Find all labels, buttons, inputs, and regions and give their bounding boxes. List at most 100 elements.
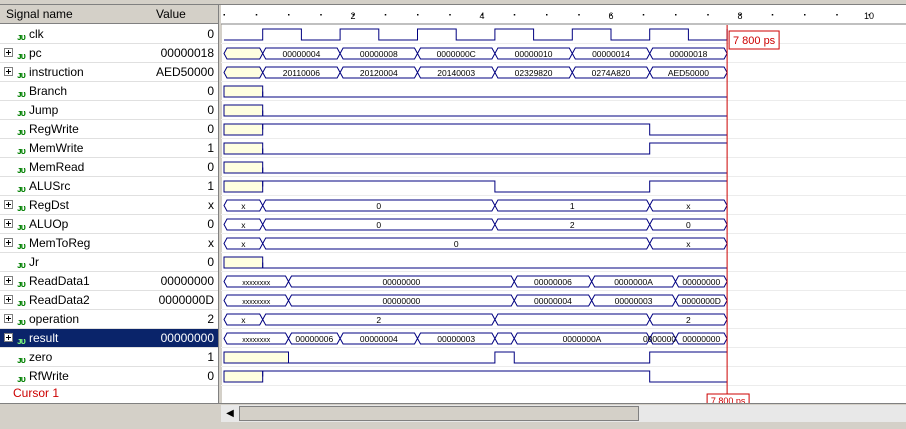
ruler-tick (481, 14, 483, 16)
expand-icon[interactable] (4, 314, 13, 323)
bus-value-label: AED50000 (668, 68, 709, 78)
bus-value-label: 00000006 (534, 277, 572, 287)
signal-name: ALUOp (29, 217, 69, 231)
signal-name: pc (29, 46, 42, 60)
signal-icon: ᴊᴜ (17, 317, 26, 327)
signal-name: operation (29, 312, 80, 326)
bus-value-label: 02329820 (515, 68, 553, 78)
expand-icon[interactable] (4, 238, 13, 247)
signal-icon: ᴊᴜ (17, 355, 26, 365)
scroll-thumb[interactable] (239, 406, 639, 421)
bus-value-label: x (241, 315, 246, 325)
signal-icon: ᴊᴜ (17, 374, 26, 384)
ruler-tick (675, 14, 677, 16)
signal-icon: ᴊᴜ (17, 127, 26, 137)
ruler-label: 6 (608, 11, 613, 21)
signal-name: clk (29, 27, 44, 41)
cursor-time-label: 7 800 ps (733, 35, 776, 47)
bit-waveform (262, 123, 728, 136)
expand-icon[interactable] (4, 333, 13, 342)
ruler-label: 4 (479, 11, 484, 21)
signal-icon: ᴊᴜ (17, 51, 26, 61)
signal-name: RegWrite (29, 122, 79, 136)
time-ruler (221, 5, 906, 24)
unknown-region (223, 104, 264, 117)
expand-icon[interactable] (4, 200, 13, 209)
ruler-tick (642, 14, 645, 16)
signal-value: 0 (152, 367, 218, 386)
expand-icon[interactable] (4, 67, 13, 76)
unknown-region (223, 180, 264, 193)
ruler-tick (417, 14, 419, 16)
bus-value-label: 00000000 (682, 277, 720, 287)
signal-icon: ᴊᴜ (17, 298, 26, 308)
signal-name: Jump (29, 103, 59, 117)
expand-icon[interactable] (4, 295, 13, 304)
ruler-tick (868, 14, 870, 16)
value-header[interactable]: Value (152, 5, 218, 24)
signal-icon: ᴊᴜ (17, 165, 26, 175)
bus-segment (223, 47, 264, 60)
bus-value-label: 0000000A (614, 277, 653, 287)
signal-value: 2 (152, 310, 218, 329)
signal-icon: ᴊᴜ (17, 184, 26, 194)
signal-icon: ᴊᴜ (17, 32, 26, 42)
signal-name: ReadData2 (29, 293, 90, 307)
unknown-region (223, 142, 264, 155)
ruler-tick (546, 14, 548, 16)
ruler-tick (707, 14, 709, 16)
bus-value-label: 00000003 (615, 296, 653, 306)
horizontal-scrollbar[interactable]: ◀ (221, 405, 906, 422)
unknown-region (223, 85, 264, 98)
bus-value-label: 1 (570, 201, 575, 211)
bus-value-label: 00000004 (534, 296, 572, 306)
bus-value-label: 20120004 (360, 68, 398, 78)
expand-icon[interactable] (4, 276, 13, 285)
signal-name: zero (29, 350, 53, 364)
signal-icon: ᴊᴜ (17, 222, 26, 232)
signal-name-header[interactable]: Signal name (0, 5, 152, 24)
ruler-tick (352, 14, 354, 16)
bus-value-label: 20140003 (437, 68, 475, 78)
scroll-left-icon[interactable]: ◀ (226, 408, 234, 419)
panel-splitter[interactable] (218, 5, 222, 428)
signal-value: 1 (152, 177, 218, 196)
expand-icon[interactable] (4, 48, 13, 57)
signal-value: 00000000 (152, 329, 218, 348)
bus-value-label: 0000000C (437, 49, 476, 59)
ruler-tick (578, 14, 580, 16)
bit-waveform (262, 142, 728, 155)
bus-value-label: 0274A820 (592, 68, 631, 78)
signal-name: ALUSrc (29, 179, 71, 193)
unknown-region (223, 123, 264, 136)
signal-name: MemRead (29, 160, 85, 174)
bus-value-label: 00000008 (360, 49, 398, 59)
bus-value-label: 0 (454, 239, 459, 249)
expand-icon[interactable] (4, 219, 13, 228)
unknown-region (223, 161, 264, 174)
unknown-region (223, 256, 264, 269)
ruler-tick (836, 14, 838, 16)
window-top-border (0, 0, 906, 5)
bus-value-label: 0 (686, 220, 691, 230)
